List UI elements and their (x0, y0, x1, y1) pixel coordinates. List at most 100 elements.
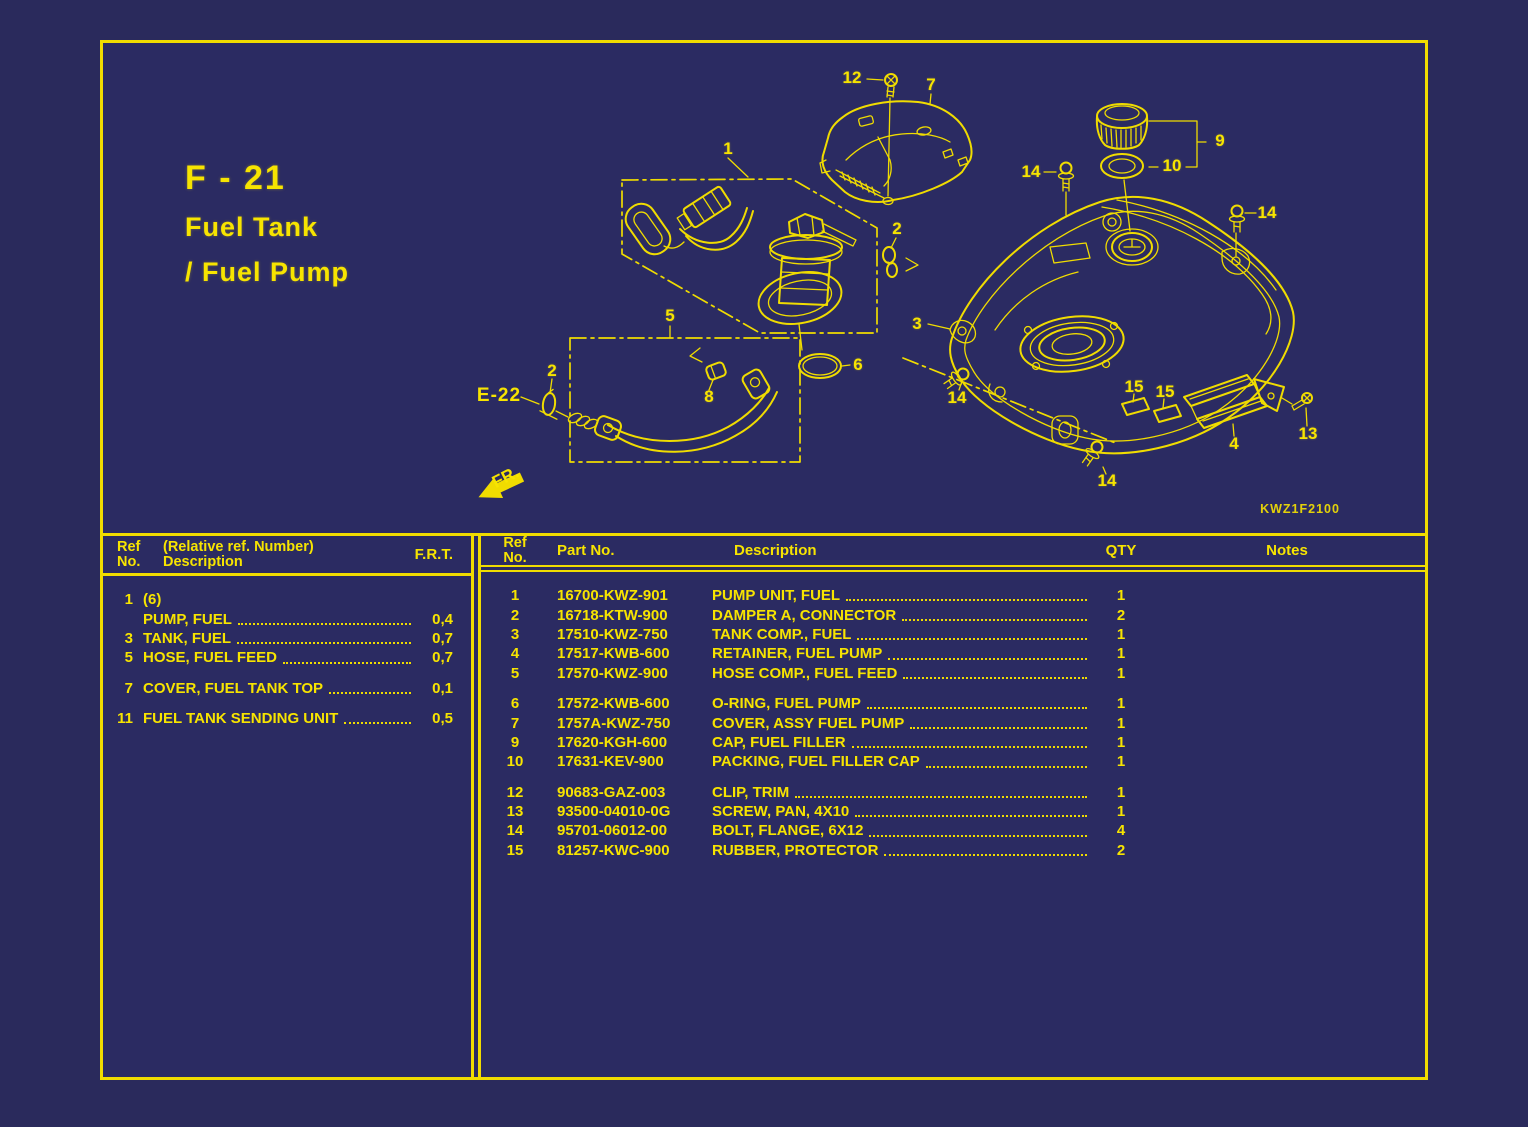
dots-leader (846, 599, 1087, 602)
part-no-cell: 16700-KWZ-901 (557, 587, 668, 605)
table-row: 7 1757A-KWZ-750 COVER, ASSY FUEL PUMP 1 (481, 713, 1425, 732)
diagram-callout-9: 9 (1215, 131, 1225, 150)
frt-header-ref: Ref No. (117, 538, 141, 570)
tank-cover-drawing (819, 97, 973, 206)
desc-cell: (6) (143, 591, 162, 609)
hose-drawing (567, 325, 801, 463)
diagram-callout-10: 10 (1162, 156, 1182, 175)
diagram-callout-15: 15 (1124, 377, 1144, 396)
ref-cell: 3 (124, 629, 133, 647)
o-ring-drawing (798, 353, 851, 379)
dots-leader (795, 795, 1087, 798)
dots-leader (857, 638, 1087, 641)
desc-cell: SCREW, PAN, 4X10 (712, 803, 850, 821)
table-row: 1 16700-KWZ-901 PUMP UNIT, FUEL 1 (481, 586, 1425, 605)
desc-cell: PACKING, FUEL FILLER CAP (712, 753, 920, 771)
diagram-callout-4: 4 (1229, 434, 1239, 453)
flange-bolt-drawings (943, 161, 1257, 475)
qty-cell: 1 (1116, 695, 1126, 713)
diagram-callout-12: 12 (842, 68, 862, 87)
dots-leader (237, 642, 411, 645)
part-no-cell: 81257-KWC-900 (557, 841, 670, 859)
diagram-callout-6: 6 (853, 355, 863, 374)
parts-header-qty: QTY (1105, 542, 1137, 559)
qty-cell: 1 (1116, 587, 1126, 605)
frt-cell: 0,1 (432, 679, 453, 697)
diagram-callout-7: 7 (926, 75, 936, 94)
part-no-cell: 1757A-KWZ-750 (557, 714, 671, 732)
ref-cell: 4 (510, 645, 520, 663)
desc-cell: CLIP, TRIM (712, 783, 790, 801)
e22-damper-drawing (520, 378, 569, 420)
frt-table: Ref No. (Relative ref. Number) Descripti… (103, 536, 474, 1077)
page-code: F - 21 (185, 159, 286, 197)
parts-table-header: Ref No. Part No. Description QTY Notes (481, 534, 1425, 572)
diagram-callout-14: 14 (1257, 203, 1277, 222)
desc-cell: DAMPER A, CONNECTOR (712, 606, 897, 624)
dots-leader (910, 726, 1087, 729)
part-no-cell: 95701-06012-00 (557, 822, 668, 840)
ref-cell: 2 (510, 606, 520, 624)
ref-cell: 1 (510, 587, 520, 605)
dots-leader (903, 676, 1087, 679)
ref-cell: 12 (506, 783, 524, 801)
diagram-callout-5: 5 (665, 306, 675, 325)
dots-leader (344, 722, 411, 725)
parts-header-part-no: Part No. (557, 542, 615, 559)
part-no-cell: 17572-KWB-600 (557, 695, 670, 713)
page-title-line1: Fuel Tank (185, 212, 319, 242)
frt-cell: 0,4 (432, 610, 453, 628)
desc-cell: CAP, FUEL FILLER (712, 733, 846, 751)
dots-leader (851, 746, 1087, 749)
diagram-callout-8: 8 (704, 387, 714, 406)
trim-clip-screw-drawing (866, 73, 932, 105)
qty-cell: 1 (1116, 714, 1126, 732)
parts-table: Ref No. Part No. Description QTY Notes 1… (478, 534, 1425, 1077)
dots-leader (855, 815, 1087, 818)
ref-cell: 5 (510, 664, 520, 682)
parts-diagram: FR. (478, 73, 1313, 498)
ref-cell: 13 (506, 803, 524, 821)
qty-cell: 1 (1116, 803, 1126, 821)
qty-cell: 2 (1116, 606, 1126, 624)
diagram-callout-2: 2 (547, 361, 557, 380)
desc-cell: PUMP UNIT, FUEL (712, 587, 841, 605)
qty-cell: 1 (1116, 783, 1126, 801)
pump-unit-drawing (621, 157, 878, 351)
dots-leader (884, 854, 1087, 857)
ref-cell: 7 (510, 714, 520, 732)
ref-cell: 3 (510, 625, 520, 643)
ref-cell: 5 (124, 649, 133, 667)
e22-ref-label: E-22 (476, 385, 522, 406)
diagram-callout-14: 14 (1021, 162, 1041, 181)
pan-screw-drawing (1281, 392, 1313, 427)
diagram-code: KWZ1F2100 (1260, 502, 1340, 516)
dots-leader (237, 622, 411, 625)
qty-cell: 4 (1116, 822, 1126, 840)
part-no-cell: 93500-04010-0G (557, 803, 671, 821)
frt-header-frt: F.R.T. (414, 546, 453, 563)
desc-cell: COVER, ASSY FUEL PUMP (712, 714, 905, 732)
desc-cell: BOLT, FLANGE, 6X12 (712, 822, 864, 840)
dots-leader (329, 691, 411, 694)
diagram-callout-14: 14 (947, 388, 967, 407)
parts-header-ref: Ref No. (503, 534, 527, 566)
dots-leader (902, 618, 1087, 621)
desc-cell: FUEL TANK SENDING UNIT (143, 710, 339, 728)
part-no-cell: 17517-KWB-600 (557, 645, 670, 663)
frt-header-desc: (Relative ref. Number) Description (163, 538, 314, 570)
qty-cell: 1 (1116, 664, 1126, 682)
